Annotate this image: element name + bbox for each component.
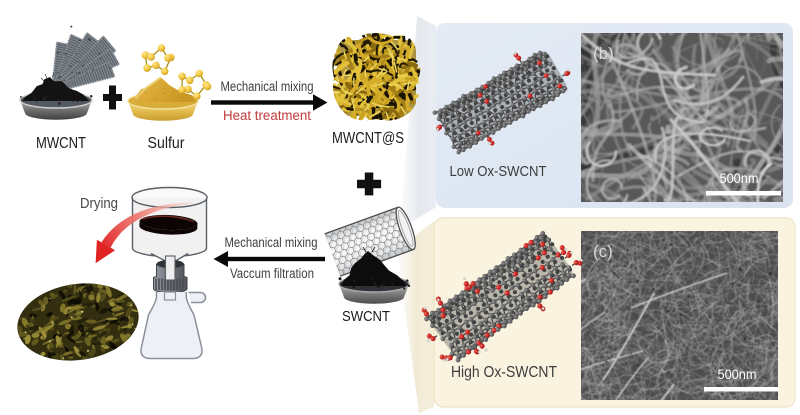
svg-text:Mechanical mixing: Mechanical mixing <box>221 79 314 94</box>
svg-text:(c): (c) <box>593 242 613 261</box>
svg-text:(b): (b) <box>593 44 614 63</box>
svg-text:MWCNT@S: MWCNT@S <box>332 130 404 147</box>
svg-text:Drying: Drying <box>80 196 118 212</box>
svg-text:High Ox-SWCNT: High Ox-SWCNT <box>451 364 557 381</box>
svg-text:Heat treatment: Heat treatment <box>223 108 311 123</box>
svg-text:Mechanical mixing: Mechanical mixing <box>225 235 318 250</box>
svg-text:MWCNT: MWCNT <box>36 135 86 152</box>
svg-text:Sulfur: Sulfur <box>148 135 185 152</box>
svg-text:SWCNT: SWCNT <box>342 308 390 325</box>
svg-text:500nm: 500nm <box>720 170 759 186</box>
svg-text:Low Ox-SWCNT: Low Ox-SWCNT <box>450 163 547 180</box>
svg-text:500nm: 500nm <box>718 366 757 382</box>
svg-text:Vaccum filtration: Vaccum filtration <box>230 266 314 281</box>
